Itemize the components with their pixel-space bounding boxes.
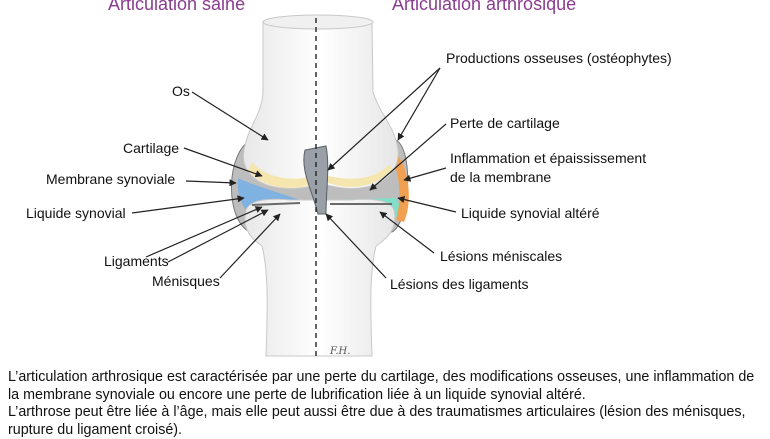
femur-top-end: [262, 14, 374, 30]
label-ligaments: Ligaments: [104, 253, 169, 269]
title-healthy-joint: Articulation saine: [108, 0, 246, 14]
meniscus-left: [251, 202, 301, 206]
label-altered-fluid: Liquide synovial altéré: [461, 205, 600, 221]
label-synovial-fluid: Liquide synovial: [26, 205, 126, 221]
label-ligament-lesions: Lésions des ligaments: [390, 276, 529, 292]
label-menisci: Ménisques: [152, 273, 220, 289]
cartilage-left: [248, 162, 312, 188]
label-inflammation-line1: Inflammation et épaississement: [450, 150, 647, 166]
label-osteophytes: Productions osseuses (ostéophytes): [446, 50, 672, 66]
signature: F.H.: [329, 346, 350, 357]
tibia-bone: [244, 198, 396, 357]
caption: L’articulation arthrosique est caractéri…: [8, 369, 764, 439]
label-cartilage: Cartilage: [123, 140, 180, 156]
leader-lines-right: [325, 67, 457, 279]
leader-lines-left: [131, 91, 281, 279]
title-arthritic-joint: Articulation arthrosique: [392, 0, 577, 14]
label-bone: Os: [172, 83, 190, 99]
cartilage-right-thin: [326, 164, 392, 187]
label-meniscal-lesions: Lésions méniscales: [440, 248, 563, 264]
inflammation-zone: [390, 150, 409, 222]
label-cartilage-loss: Perte de cartilage: [450, 115, 560, 131]
label-inflammation-line2: de la membrane: [450, 169, 552, 185]
caption-paragraph-2: L’arthrose peut être liée à l’âge, mais …: [8, 404, 746, 438]
label-synovial-membrane: Membrane synoviale: [46, 171, 176, 187]
caption-paragraph-1: L’articulation arthrosique est caractéri…: [8, 369, 755, 403]
